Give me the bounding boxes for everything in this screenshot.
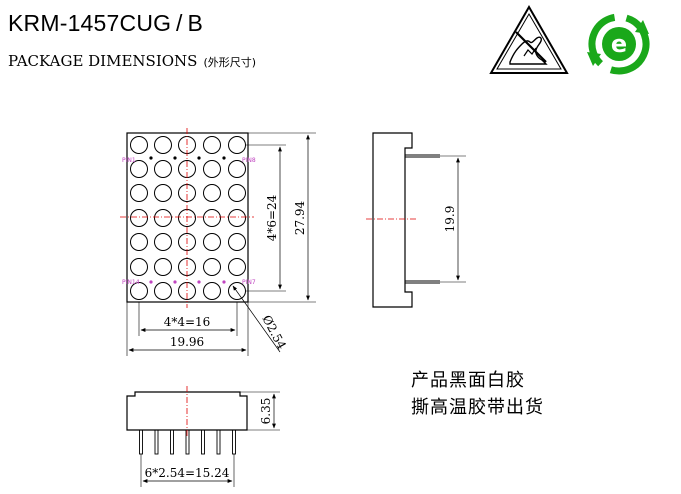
pin-marker-dot: [173, 156, 177, 160]
front-view: PIN1 PIN8 PIN14 PIN7 4*6=24 27.94 4*4=16…: [120, 128, 316, 356]
bottom-pin: [154, 429, 159, 455]
pin-marker-dot: [197, 156, 201, 160]
led-dot: [203, 209, 221, 227]
dim-pitch-vertical: 4*6=24: [265, 194, 279, 241]
bottom-view: 6.35 6*2.54=15.24: [126, 386, 280, 487]
pin-marker-dot: [197, 280, 201, 284]
pin-marker-dot: [149, 156, 153, 160]
led-dot: [228, 160, 246, 178]
dim-pitch-horizontal: 4*4=16: [164, 315, 211, 329]
dim-body-thickness: 6.35: [259, 398, 273, 425]
pin-label-bottom-right: PIN7: [242, 279, 256, 286]
led-dot: [130, 209, 148, 227]
led-dot: [154, 282, 172, 300]
pin-marker-dot: [149, 280, 153, 284]
pin-marker-dot: [222, 156, 226, 160]
bottom-pin: [185, 429, 190, 455]
led-dot: [203, 160, 221, 178]
dim-height-total: 27.94: [293, 200, 307, 235]
led-dot: [203, 233, 221, 251]
pin-label-top-right: PIN8: [242, 157, 256, 164]
led-dot: [130, 184, 148, 202]
led-dot: [203, 136, 221, 154]
led-dot: [203, 184, 221, 202]
esd-warning-icon: [489, 4, 569, 74]
led-dot: [130, 136, 148, 154]
led-dot: [228, 184, 246, 202]
led-dot: [203, 282, 221, 300]
pin-label-bottom-left: PIN14: [122, 279, 140, 286]
bottom-pin: [216, 429, 221, 455]
dot-grid: [130, 136, 246, 300]
package-dimensions-heading: PACKAGE DIMENSIONS (外形尺寸): [8, 52, 256, 70]
bottom-pin: [201, 429, 205, 455]
led-dot: [154, 233, 172, 251]
dim-dot-diameter: Ø2.54: [259, 313, 289, 352]
pin-marker-dots: [149, 156, 226, 284]
dim-width-total: 19.96: [170, 335, 204, 349]
led-dot: [203, 258, 221, 276]
led-dot: [130, 282, 148, 300]
pin-marker-dot: [173, 280, 177, 284]
pin-marker-dot: [222, 280, 226, 284]
side-view: 19.9: [366, 132, 466, 308]
dim-side-pin-span: 19.9: [443, 206, 457, 233]
led-dot: [130, 258, 148, 276]
pin-label-top-left: PIN1: [122, 157, 136, 164]
bottom-pin: [232, 429, 236, 455]
led-dot: [154, 136, 172, 154]
note-line-1: 产品黑面白胶: [411, 370, 525, 391]
led-dot: [228, 136, 246, 154]
bottom-pins: [139, 429, 236, 455]
led-dot: [130, 233, 148, 251]
led-dot: [130, 160, 148, 178]
dim-pin-pitch: 6*2.54=15.24: [145, 466, 230, 480]
bottom-pin: [170, 429, 174, 455]
subtitle-cn: (外形尺寸): [203, 56, 257, 69]
recycle-e-icon: e: [587, 13, 650, 75]
led-dot: [154, 258, 172, 276]
note-line-2: 撕高温胶带出货: [411, 397, 544, 418]
subtitle-en: PACKAGE DIMENSIONS: [8, 52, 198, 70]
led-dot: [154, 209, 172, 227]
led-dot: [228, 209, 246, 227]
part-number-title: KRM-1457CUG / B: [8, 10, 203, 36]
led-dot: [228, 258, 246, 276]
led-dot: [154, 184, 172, 202]
svg-text:e: e: [611, 30, 627, 58]
bottom-pin: [139, 429, 143, 455]
led-dot: [228, 233, 246, 251]
led-dot: [154, 160, 172, 178]
